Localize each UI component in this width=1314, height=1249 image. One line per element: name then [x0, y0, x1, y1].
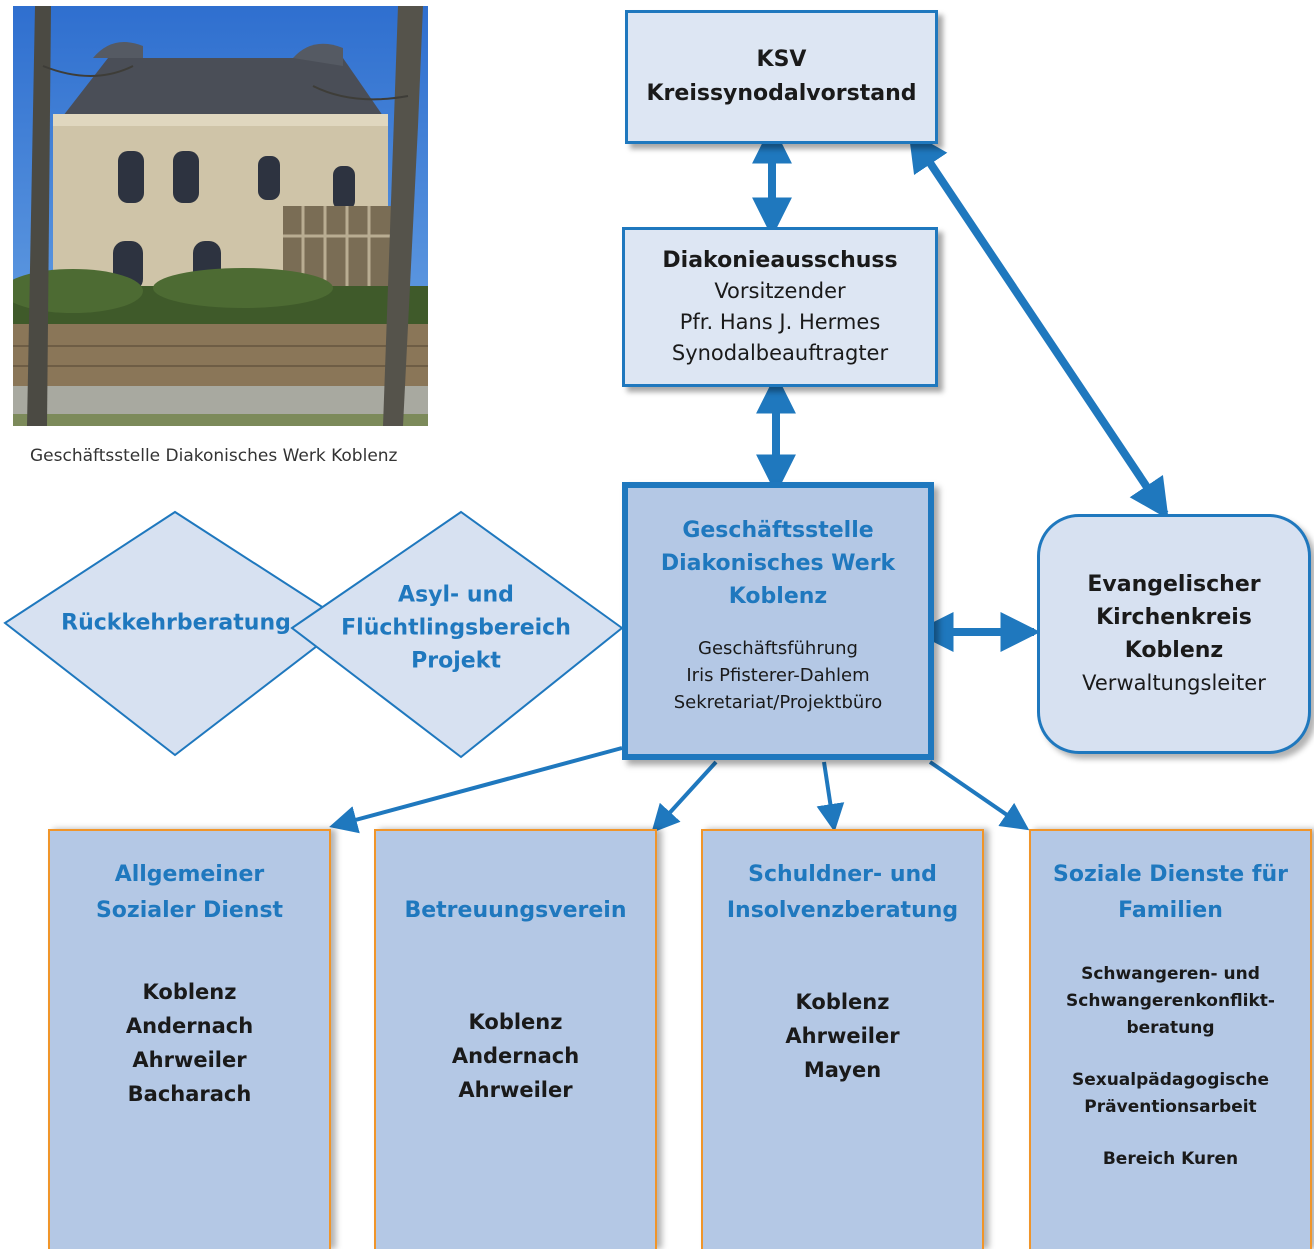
service-location: Ahrweiler: [785, 1024, 900, 1048]
service-title-line: Allgemeiner: [114, 862, 265, 887]
diakonieausschuss-line: Pfr. Hans J. Hermes: [679, 310, 881, 334]
diakonieausschuss-line: Vorsitzender: [714, 279, 846, 303]
geschaeftsstelle-line: Sekretariat/Projektbüro: [673, 692, 883, 713]
service-location: Koblenz: [468, 1010, 563, 1034]
service-title-line: Sozialer Dienst: [95, 898, 284, 923]
geschaeftsstelle-line: Iris Pfisterer-Dahlem: [686, 665, 870, 686]
geschaeftsstelle-title-line: Diakonisches Werk: [660, 551, 896, 576]
geschaeftsstelle-title-line: Geschäftsstelle: [682, 518, 874, 543]
arrow-to-soziale-dienste: [928, 760, 1030, 831]
ksv-box: KSV Kreissynodalvorstand: [625, 10, 938, 144]
photo-caption: Geschäftsstelle Diakonisches Werk Koblen…: [30, 446, 398, 466]
service-title: Betreuungsverein: [404, 857, 626, 973]
service-location: Mayen: [803, 1058, 882, 1082]
service-location: Andernach: [451, 1044, 580, 1068]
service-betreuungsverein: Betreuungsverein Koblenz Andernach Ahrwe…: [374, 829, 657, 1249]
service-title-line: Insolvenzberatung: [726, 898, 959, 923]
kirchenkreis-box: Evangelischer Kirchenkreis Koblenz Verwa…: [1037, 514, 1311, 754]
service-subitem: Schwangerenkonflikt-: [1066, 991, 1275, 1011]
service-subitem: beratung: [1126, 1018, 1215, 1038]
service-title-line: Familien: [1118, 898, 1223, 923]
arrow-to-schuldnerberatung: [816, 761, 845, 832]
arrow-ksv-kirchenkreis: [908, 130, 1169, 520]
asyl-label-line: Projekt: [411, 648, 501, 674]
rueckkehrberatung-label: Rückkehrberatung: [61, 610, 291, 636]
ksv-full-name: Kreissynodalvorstand: [646, 81, 917, 106]
service-title: Soziale Dienste für Familien: [1053, 857, 1288, 929]
asyl-label-line: Flüchtlingsbereich: [341, 615, 571, 641]
kirchenkreis-title-line: Koblenz: [1124, 638, 1224, 663]
kirchenkreis-title-line: Kirchenkreis: [1096, 605, 1252, 630]
diakonieausschuss-box: Diakonieausschuss Vorsitzender Pfr. Hans…: [622, 227, 938, 387]
service-location: Koblenz: [795, 990, 890, 1014]
service-location: Bacharach: [127, 1082, 252, 1106]
service-location: Ahrweiler: [132, 1048, 247, 1072]
service-schuldner-insolvenzberatung: Schuldner- und Insolvenzberatung Koblenz…: [701, 829, 984, 1249]
kirchenkreis-title-line: Evangelischer: [1087, 572, 1261, 597]
service-location-list: Koblenz Andernach Ahrweiler: [452, 1005, 579, 1107]
service-subitem: Bereich Kuren: [1102, 1149, 1239, 1169]
service-title-line: Schuldner- und: [748, 862, 937, 887]
service-subitem: Präventionsarbeit: [1084, 1097, 1257, 1117]
service-title: Schuldner- und Insolvenzberatung: [727, 857, 958, 929]
arrow-to-betreuungsverein: [651, 760, 718, 833]
geschaeftsstelle-title-line: Koblenz: [728, 584, 828, 609]
service-title-line: Soziale Dienste für: [1053, 862, 1288, 887]
diakonieausschuss-title: Diakonieausschuss: [662, 248, 898, 273]
asyl-label: Asyl- und Flüchtlingsbereich Projekt: [341, 579, 571, 678]
service-title: Allgemeiner Sozialer Dienst: [96, 857, 283, 929]
service-subitem: Schwangeren- und: [1081, 964, 1260, 984]
service-location: Andernach: [125, 1014, 254, 1038]
kirchenkreis-role: Verwaltungsleiter: [1082, 671, 1266, 695]
service-subitem: Sexualpädagogische: [1071, 1070, 1270, 1090]
service-location: Koblenz: [142, 980, 237, 1004]
diakonieausschuss-line: Synodalbeauftragter: [671, 341, 889, 365]
arrow-to-allgemeiner-sozialer-dienst: [329, 746, 623, 834]
service-title-line: Betreuungsverein: [404, 898, 627, 923]
geschaeftsstelle-box: Geschäftsstelle Diakonisches Werk Koblen…: [622, 482, 934, 760]
service-location: Ahrweiler: [458, 1078, 573, 1102]
geschaeftsstelle-title: Geschäftsstelle Diakonisches Werk Koblen…: [661, 514, 895, 613]
service-allgemeiner-sozialer-dienst: Allgemeiner Sozialer Dienst Koblenz Ande…: [48, 829, 331, 1249]
service-soziale-dienste-familien: Soziale Dienste für Familien Schwangeren…: [1029, 829, 1312, 1249]
asyl-label-line: Asyl- und: [398, 582, 514, 608]
building-illustration: [13, 6, 428, 426]
geschaeftsstelle-line: Geschäftsführung: [698, 638, 858, 659]
building-photo: [13, 6, 428, 426]
ksv-abbreviation: KSV: [756, 47, 807, 72]
